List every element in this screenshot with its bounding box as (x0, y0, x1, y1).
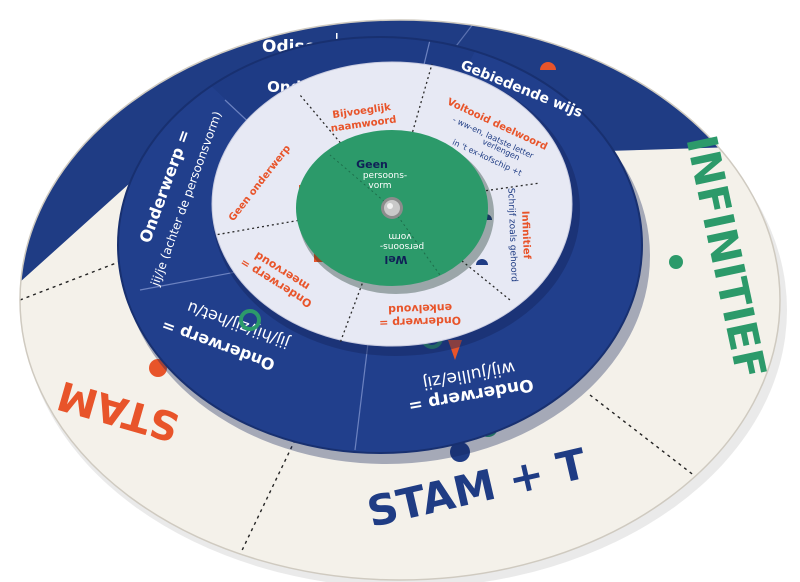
navy-dot (450, 442, 470, 462)
enkelvoud-line1: Onderwerp = (379, 314, 461, 330)
white-ring-rim (211, 61, 573, 347)
enkelvoud-line2: enkelvoud (388, 301, 452, 316)
green-ring (239, 309, 261, 331)
wel-line2: persoons- (380, 241, 424, 251)
white-divider (391, 63, 433, 205)
geen-line3: vorm (368, 181, 391, 191)
navy-semicircle (476, 259, 488, 265)
infinitief-small-line1: Infinitief (519, 211, 532, 260)
wel-line1: Wel (385, 253, 408, 266)
geen-line1: Geen (356, 158, 388, 171)
cream-divider (20, 249, 151, 301)
infinitief-small-line2: Schrijf zoals gehoord (505, 188, 518, 282)
orange-triangle (448, 340, 462, 360)
cream-divider (589, 394, 701, 481)
center-divider (329, 154, 393, 209)
green-dot (669, 255, 683, 269)
center-divider (391, 207, 441, 276)
blue-rim (117, 36, 643, 454)
cream-divider (234, 439, 296, 566)
rivet-highlight (387, 203, 393, 209)
orange-semicircle (540, 62, 556, 70)
wel-line3: vorm (388, 231, 411, 241)
outer-rim (19, 19, 781, 581)
geen-line2: persoons- (363, 171, 407, 181)
orange-dot (149, 359, 167, 377)
